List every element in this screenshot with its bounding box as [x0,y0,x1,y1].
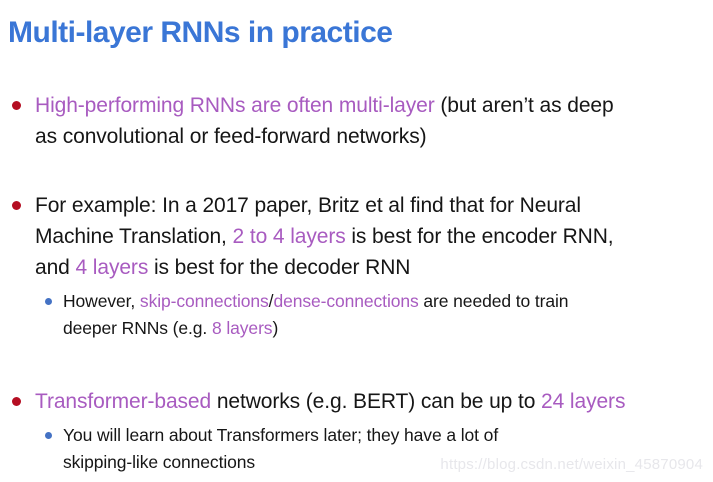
text-segment: / [268,291,274,311]
bullet-text: However, skip-connections/dense-connecti… [63,288,569,342]
sub-bullet-item-transformers-later: You will learn about Transformers later;… [45,422,498,476]
text-line: deeper RNNs (e.g. 8 layers) [63,315,568,342]
text-segment: is best for the encoder RNN, [345,225,614,248]
text-segment: as convolutional or feed-forward network… [35,125,427,148]
text-segment: For example: In a 2017 paper, Britz et a… [35,194,581,217]
highlight-text: 2 to 4 layers [232,225,346,248]
watermark: https://blog.csdn.net/weixin_45870904 [440,456,703,473]
bullet-dot-icon [12,201,21,210]
highlight-text: 4 layers [75,256,149,279]
highlight-text: 8 layers [211,318,273,338]
text-segment: However, [63,291,140,311]
sub-bullet-item-skip-connections: However, skip-connections/dense-connecti… [45,288,569,342]
sub-bullet-dot-icon [45,298,52,305]
highlight-text: High-performing RNNs are often multi-lay… [35,94,441,117]
bullet-item-transformer: Transformer-based networks (e.g. BERT) c… [12,386,625,417]
text-line: skipping-like connections [63,449,498,476]
bullet-item-britz-paper: For example: In a 2017 paper, Britz et a… [12,190,614,283]
text-line: You will learn about Transformers later;… [63,422,498,449]
text-segment: and [35,256,76,279]
text-line: and 4 layers is best for the decoder RNN [35,252,614,283]
text-segment: is best for the decoder RNN [148,256,411,279]
highlight-text: Transformer-based [35,390,217,413]
text-line: However, skip-connections/dense-connecti… [63,288,569,315]
bullet-item-multilayer: High-performing RNNs are often multi-lay… [12,90,614,152]
bullet-text: For example: In a 2017 paper, Britz et a… [35,190,614,283]
bullet-text: Transformer-based networks (e.g. BERT) c… [35,386,625,417]
bullet-dot-icon [12,397,21,406]
sub-bullet-dot-icon [45,432,52,439]
text-line: Transformer-based networks (e.g. BERT) c… [35,386,625,417]
text-segment: deeper RNNs (e.g. [63,318,212,338]
highlight-text: skip-connections [139,291,269,311]
bullet-dot-icon [12,101,21,110]
bullet-text: You will learn about Transformers later;… [63,422,498,476]
text-segment: are needed to train [418,291,569,311]
text-line: High-performing RNNs are often multi-lay… [35,90,614,121]
text-line: Machine Translation, 2 to 4 layers is be… [35,221,614,252]
highlight-text: dense-connections [273,291,419,311]
text-segment: ) [272,318,279,338]
text-segment: networks (e.g. BERT) can be up to [216,390,542,413]
bullet-text: High-performing RNNs are often multi-lay… [35,90,614,152]
text-segment: You will learn about Transformers later;… [63,425,499,445]
text-line: For example: In a 2017 paper, Britz et a… [35,190,614,221]
text-segment: (but aren’t as deep [440,94,614,117]
highlight-text: 24 layers [541,390,626,413]
text-segment: Machine Translation, [35,225,233,248]
text-segment: skipping-like connections [63,452,256,472]
text-line: as convolutional or feed-forward network… [35,121,614,152]
page-title: Multi-layer RNNs in practice [8,16,393,49]
